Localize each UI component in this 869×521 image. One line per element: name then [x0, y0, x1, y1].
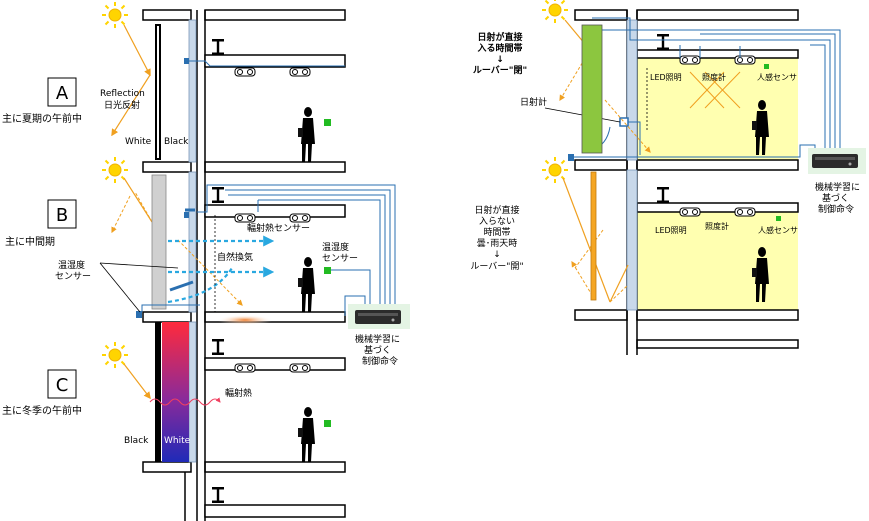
radiant-heat-label: 輻射熱: [225, 387, 252, 399]
reflection-en: Reflection: [100, 89, 145, 99]
bottom-note-6: ルーバー"開": [470, 261, 523, 272]
ml-command-right-3: 制御命令: [818, 203, 854, 215]
temp-humidity-label-2: センサー: [322, 253, 358, 264]
controller-device-icon: [355, 310, 401, 324]
bottom-note-3: 時間帯: [483, 226, 510, 238]
sensor-a: [324, 119, 331, 126]
top-note-4: ルーバー"閉": [473, 65, 527, 76]
led-top-label: LED照明: [650, 73, 682, 82]
black-label-a: Black: [164, 137, 189, 147]
top-note-2: 入る時間帯: [476, 42, 522, 54]
desc-c: 主に冬季の午前中: [2, 404, 82, 417]
bottom-note-1: 日射が直接: [474, 204, 519, 216]
section-c: C 主に冬季の午前中 輻射熱 Black White: [2, 322, 252, 462]
ml-command-right-2: 基づく: [822, 192, 849, 204]
motion-bottom-label: 人感センサ: [758, 225, 798, 235]
occupant-c: [298, 407, 315, 462]
desc-a: 主に夏期の午前中: [2, 112, 82, 125]
reflection-jp: 日光反射: [104, 99, 140, 111]
ml-command-left-3: 制御命令: [362, 355, 398, 367]
louver-c: [162, 322, 189, 462]
sun-icon: [101, 1, 129, 29]
pyranometer-label: 日射計: [520, 96, 547, 108]
sun-icon: [541, 0, 569, 24]
label-a-box: [47, 77, 77, 107]
sun-icon: [541, 156, 569, 184]
temp-humidity-label-1: 温湿度: [322, 241, 349, 253]
led-bottom-label: LED照明: [655, 226, 687, 235]
illuminance-bottom-label: 照度計: [705, 221, 729, 231]
glass-pane-a: [188, 19, 197, 163]
label-a: A: [56, 83, 69, 104]
white-label-c: White: [164, 436, 191, 446]
right-top-section: 日射が直接 入る時間帯 ↓ ルーバー"閉": [473, 0, 651, 154]
bottom-note-5: ↓: [493, 250, 501, 260]
section-b: B 主に中間期 温湿度 センサー 自然換気 輻射熱センサー 温湿度 センサー: [5, 156, 396, 325]
sensor-c: [324, 420, 331, 427]
ml-command-left-1: 機械学習に: [355, 333, 400, 345]
right-building: LED照明 照度計 人感センサ LED照明 照度計 人感センサ 日射計: [520, 9, 841, 355]
illuminance-top-label: 照度計: [702, 72, 726, 82]
desc-b: 主に中間期: [5, 235, 55, 248]
section-a: A 主に夏期の午前中 Reflection 日光反射 White Black: [2, 1, 345, 160]
label-b: B: [56, 205, 68, 226]
room-top-right: [637, 58, 798, 160]
label-b-box: [47, 199, 77, 229]
black-label-c: Black: [124, 436, 149, 446]
top-note-1: 日射が直接: [477, 31, 522, 43]
controller-left: 機械学習に 基づく 制御命令: [348, 304, 410, 367]
natural-ventilation-label: 自然換気: [217, 251, 253, 263]
bottom-note-2: 入らない: [479, 216, 515, 227]
occupant-b: [298, 257, 315, 312]
label-c: C: [56, 375, 69, 396]
louver-right-top: [581, 24, 603, 154]
louver-b: [151, 174, 167, 310]
bottom-note-4: 曇･雨天時: [477, 238, 518, 249]
label-c-box: [47, 369, 77, 399]
radiant-sensor-label: 輻射熱センサー: [247, 222, 310, 234]
temp-humidity-left-2: センサー: [55, 271, 91, 282]
top-note-3: ↓: [496, 55, 504, 65]
ml-command-left-2: 基づく: [364, 344, 391, 356]
controller-device-icon: [812, 154, 858, 168]
sensor-b: [324, 267, 331, 274]
temp-humidity-left-1: 温湿度: [58, 259, 85, 271]
right-bottom-section: 日射が直接 入らない 時間帯 曇･雨天時 ↓ ルーバー"開": [470, 156, 629, 303]
louver-right-bottom: [590, 171, 597, 301]
motion-top-label: 人感センサ: [757, 72, 797, 82]
ml-command-right-1: 機械学習に: [815, 181, 860, 193]
controller-right: 機械学習に 基づく 制御命令: [808, 148, 866, 215]
occupant-a: [298, 107, 315, 162]
room-bottom-right: [637, 212, 798, 310]
white-label-a: White: [125, 137, 152, 147]
